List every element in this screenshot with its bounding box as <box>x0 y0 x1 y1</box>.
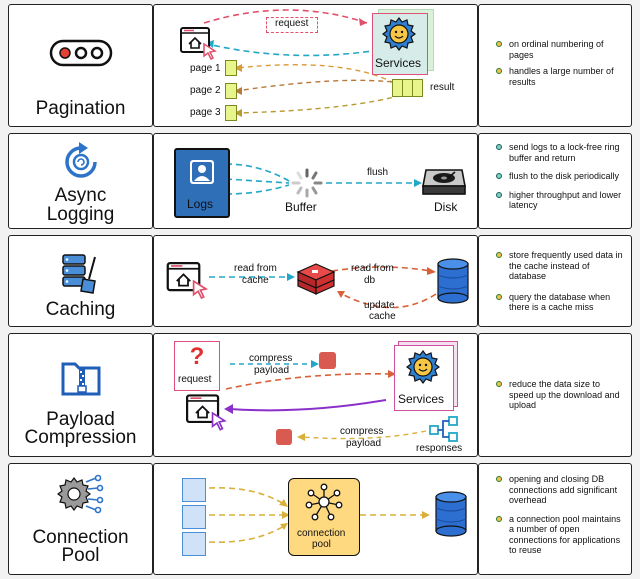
request-box: ? request <box>174 341 220 391</box>
logs-label: Logs <box>187 197 214 211</box>
pagination-title: Pagination <box>35 98 126 119</box>
responses-flow-icon <box>429 416 459 447</box>
compress-payload-label-2: payload <box>254 365 290 376</box>
services-label: Services <box>398 392 445 406</box>
sync-icon <box>9 140 152 184</box>
async-title-line1: Async <box>54 185 107 206</box>
payload-compression-row: Payload Compression ? request compress p… <box>8 333 632 457</box>
caching-notes: store frequently used data in the cache … <box>478 235 632 327</box>
note: opening and closing DB connections add s… <box>487 474 625 506</box>
payload-title-line2: Compression <box>24 427 137 448</box>
read-from-cache-label-1: read from <box>234 263 277 274</box>
page-3-label: page 3 <box>190 107 221 118</box>
client-square-icon <box>182 478 206 502</box>
disk-drive-icon <box>422 162 466 201</box>
compress-payload-label-1: compress <box>249 353 293 364</box>
connection-pool-label-1: connection <box>297 528 346 539</box>
connection-pool-diagram: connection pool <box>153 463 478 575</box>
browser-cursor-icon[interactable] <box>186 394 228 435</box>
connection-pool-notes: opening and closing DB connections add s… <box>478 463 632 575</box>
connection-pool-title-cell: Connection Pool <box>8 463 153 575</box>
spinner-icon <box>290 168 324 203</box>
read-from-db-label-2: db <box>364 275 376 286</box>
connection-pool-title-line2: Pool <box>61 545 100 566</box>
payload-compression-notes: reduce the data size to speed up the dow… <box>478 333 632 457</box>
connection-pool-label-2: pool <box>312 539 331 550</box>
page-3-block <box>225 105 237 121</box>
pagination-row: Pagination request <box>8 4 632 127</box>
page-2-block <box>225 83 237 99</box>
payload-title-line1: Payload <box>46 409 115 430</box>
question-mark-icon: ? <box>189 343 205 370</box>
page-1-label: page 1 <box>190 63 221 74</box>
request-label <box>266 17 318 33</box>
caching-diagram: read from cache read from db update cach… <box>153 235 478 327</box>
caching-title: Caching <box>45 299 116 320</box>
browser-cursor-icon[interactable] <box>166 262 210 303</box>
async-logging-notes: send logs to a lock-free ring buffer and… <box>478 133 632 229</box>
gear-smile-icon <box>406 350 440 389</box>
page-2-label: page 2 <box>190 85 221 96</box>
responses-label: responses <box>416 443 463 454</box>
note: flush to the disk periodically <box>487 171 625 182</box>
services-box: Services <box>372 9 434 75</box>
compress-payload-label-3: compress <box>340 426 384 437</box>
async-logging-diagram: Logs Buffer flush <box>153 133 478 229</box>
update-cache-label-2: cache <box>369 311 396 322</box>
buffer-label: Buffer <box>285 200 317 214</box>
database-brush-icon <box>9 251 152 295</box>
read-from-db-label-1: read from <box>351 263 394 274</box>
request-label: request <box>178 374 212 385</box>
connection-pool-icon <box>305 483 343 526</box>
note: store frequently used data in the cache … <box>487 250 625 282</box>
update-cache-label-1: update <box>364 300 395 311</box>
three-dots-icon <box>9 39 152 67</box>
note: higher throughput and lower latency <box>487 190 625 211</box>
caching-title-cell: Caching <box>8 235 153 327</box>
services-box: Services <box>394 341 458 411</box>
pagination-title-cell: Pagination <box>8 4 153 127</box>
caching-row: Caching read from cache <box>8 235 632 327</box>
payload-compression-diagram: ? request compress payload <box>153 333 478 457</box>
client-square-icon <box>182 505 206 529</box>
services-label: Services <box>375 56 422 70</box>
flush-label: flush <box>367 167 389 178</box>
async-title-line2: Logging <box>46 204 115 225</box>
database-cylinder-icon <box>437 258 469 309</box>
browser-cursor-icon[interactable] <box>180 27 218 64</box>
compressed-block-icon <box>276 429 292 445</box>
connection-pool-box: connection pool <box>288 478 360 556</box>
read-from-cache-label-2: cache <box>242 275 269 286</box>
client-square-icon <box>182 532 206 556</box>
gear-network-icon <box>9 474 152 514</box>
note: query the database when there is a cache… <box>487 292 625 313</box>
request-text: request <box>275 18 309 29</box>
logs-box: Logs <box>174 148 230 218</box>
redis-cube-icon <box>296 262 336 301</box>
zip-folder-icon <box>9 358 152 398</box>
connection-pool-row: Connection Pool <box>8 463 632 575</box>
note: a connection pool maintains a number of … <box>487 514 625 556</box>
note: send logs to a lock-free ring buffer and… <box>487 142 625 163</box>
pagination-diagram: request <box>153 4 478 127</box>
logs-user-icon <box>189 159 215 190</box>
pagination-notes: on ordinal numbering of pages handles a … <box>478 4 632 127</box>
async-logging-title-cell: Async Logging <box>8 133 153 229</box>
result-label: result <box>430 82 455 93</box>
connection-pool-title-line1: Connection <box>32 527 129 548</box>
compressed-block-icon <box>319 352 336 369</box>
page-1-block <box>225 60 237 76</box>
async-logging-row: Async Logging Logs <box>8 133 632 229</box>
payload-compression-title-cell: Payload Compression <box>8 333 153 457</box>
note: reduce the data size to speed up the dow… <box>487 379 625 411</box>
compress-payload-label-4: payload <box>346 438 382 449</box>
disk-label: Disk <box>434 200 458 214</box>
gear-smile-icon <box>382 17 416 56</box>
note: handles a large number of results <box>487 66 625 87</box>
note: on ordinal numbering of pages <box>487 39 625 60</box>
database-cylinder-icon <box>435 491 467 542</box>
